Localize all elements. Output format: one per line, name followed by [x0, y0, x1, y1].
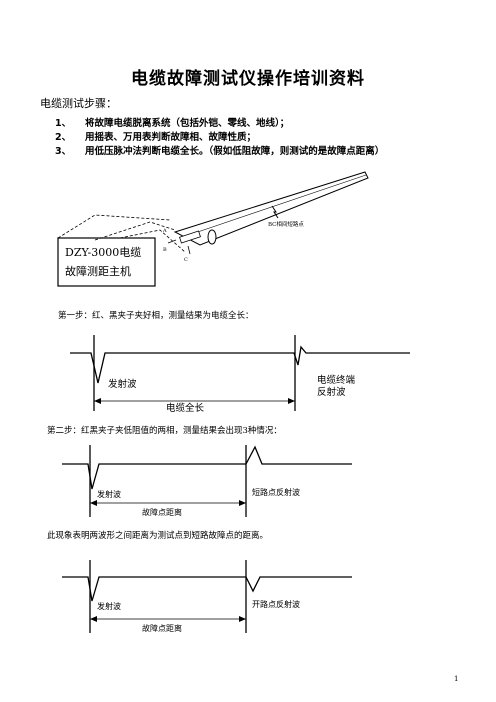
span-label: 电缆全长 — [166, 402, 205, 414]
step-text: 用低压脉冲法判断电缆全长。（假如低阻故障，则测试的是故障点距离） — [85, 146, 385, 157]
waveform-line — [62, 576, 352, 602]
step-text: 用摇表、万用表判断故障相、故障性质； — [85, 132, 257, 143]
clip-a-label: A — [162, 228, 167, 234]
page-title: 电缆故障测试仪操作培训资料 — [131, 69, 365, 89]
fault-point-label: BC相间短路点 — [268, 220, 304, 228]
step-two-caption: 第二步：红黑夹子夹低阻值的两相，测量结果会出现3种情况： — [47, 426, 282, 436]
step-text: 将故障电缆脱离系统（包括外铠、零线、地线）； — [85, 118, 290, 129]
step-number: 2、 — [55, 132, 72, 143]
section-subtitle: 电缆测试步骤： — [40, 97, 117, 110]
clip-connector — [179, 230, 201, 244]
waveform-line — [70, 345, 410, 384]
step-item: 2、 用摇表、万用表判断故障相、故障性质； — [55, 129, 455, 143]
lead-wire — [57, 214, 171, 239]
clip-c-label: C — [184, 257, 188, 263]
cable-body — [173, 171, 369, 246]
waveform-diagram-2: 发射波 短路点反射波 故障点距离 — [62, 445, 352, 517]
host-label-line1: DZY-3000电缆 — [65, 246, 141, 259]
step-number: 3、 — [55, 146, 72, 157]
page-number: 1 — [454, 675, 459, 683]
open-reflect-label: 开路点反射波 — [252, 599, 300, 609]
clip-b-label: B — [163, 247, 167, 253]
waveform-line — [62, 445, 352, 490]
emit-wave-label: 发射波 — [97, 489, 121, 499]
step-item: 1、 将故障电缆脱离系统（包括外铠、零线、地线）； — [55, 115, 455, 129]
cable-core — [179, 174, 367, 239]
waveform-diagram-3: 发射波 开路点反射波 故障点距离 — [62, 560, 352, 633]
short-reflect-label: 短路点反射波 — [252, 487, 300, 497]
span-label: 故障点距离 — [142, 507, 182, 517]
cable-end-ring — [207, 229, 217, 245]
lead-wire — [94, 221, 176, 241]
end-reflect-label-2: 反射波 — [317, 386, 346, 398]
lead-wire — [119, 229, 186, 253]
step-one-caption: 第一步：红、黑夹子夹好相，测量结果为电缆全长： — [58, 311, 254, 321]
fault-spark — [271, 205, 279, 219]
span-label: 故障点距离 — [142, 623, 182, 633]
cable-test-illustration: DZY-3000电缆 故障测距主机 A B C BC相间短路点 — [57, 171, 369, 287]
host-label-line2: 故障测距主机 — [65, 264, 131, 278]
emit-wave-label: 发射波 — [97, 601, 121, 611]
end-reflect-label-1: 电缆终端 — [317, 374, 356, 386]
step-number: 1、 — [55, 118, 72, 129]
host-device-box — [57, 237, 156, 287]
step-item: 3、 用低压脉冲法判断电缆全长。（假如低阻故障，则测试的是故障点距离） — [55, 143, 475, 157]
result-note: 此现象表明两波形之间距离为测试点到短路故障点的距离。 — [47, 531, 269, 541]
waveform-diagram-1: 发射波 电缆终端 反射波 电缆全长 — [70, 335, 410, 414]
emit-wave-label: 发射波 — [108, 378, 137, 390]
